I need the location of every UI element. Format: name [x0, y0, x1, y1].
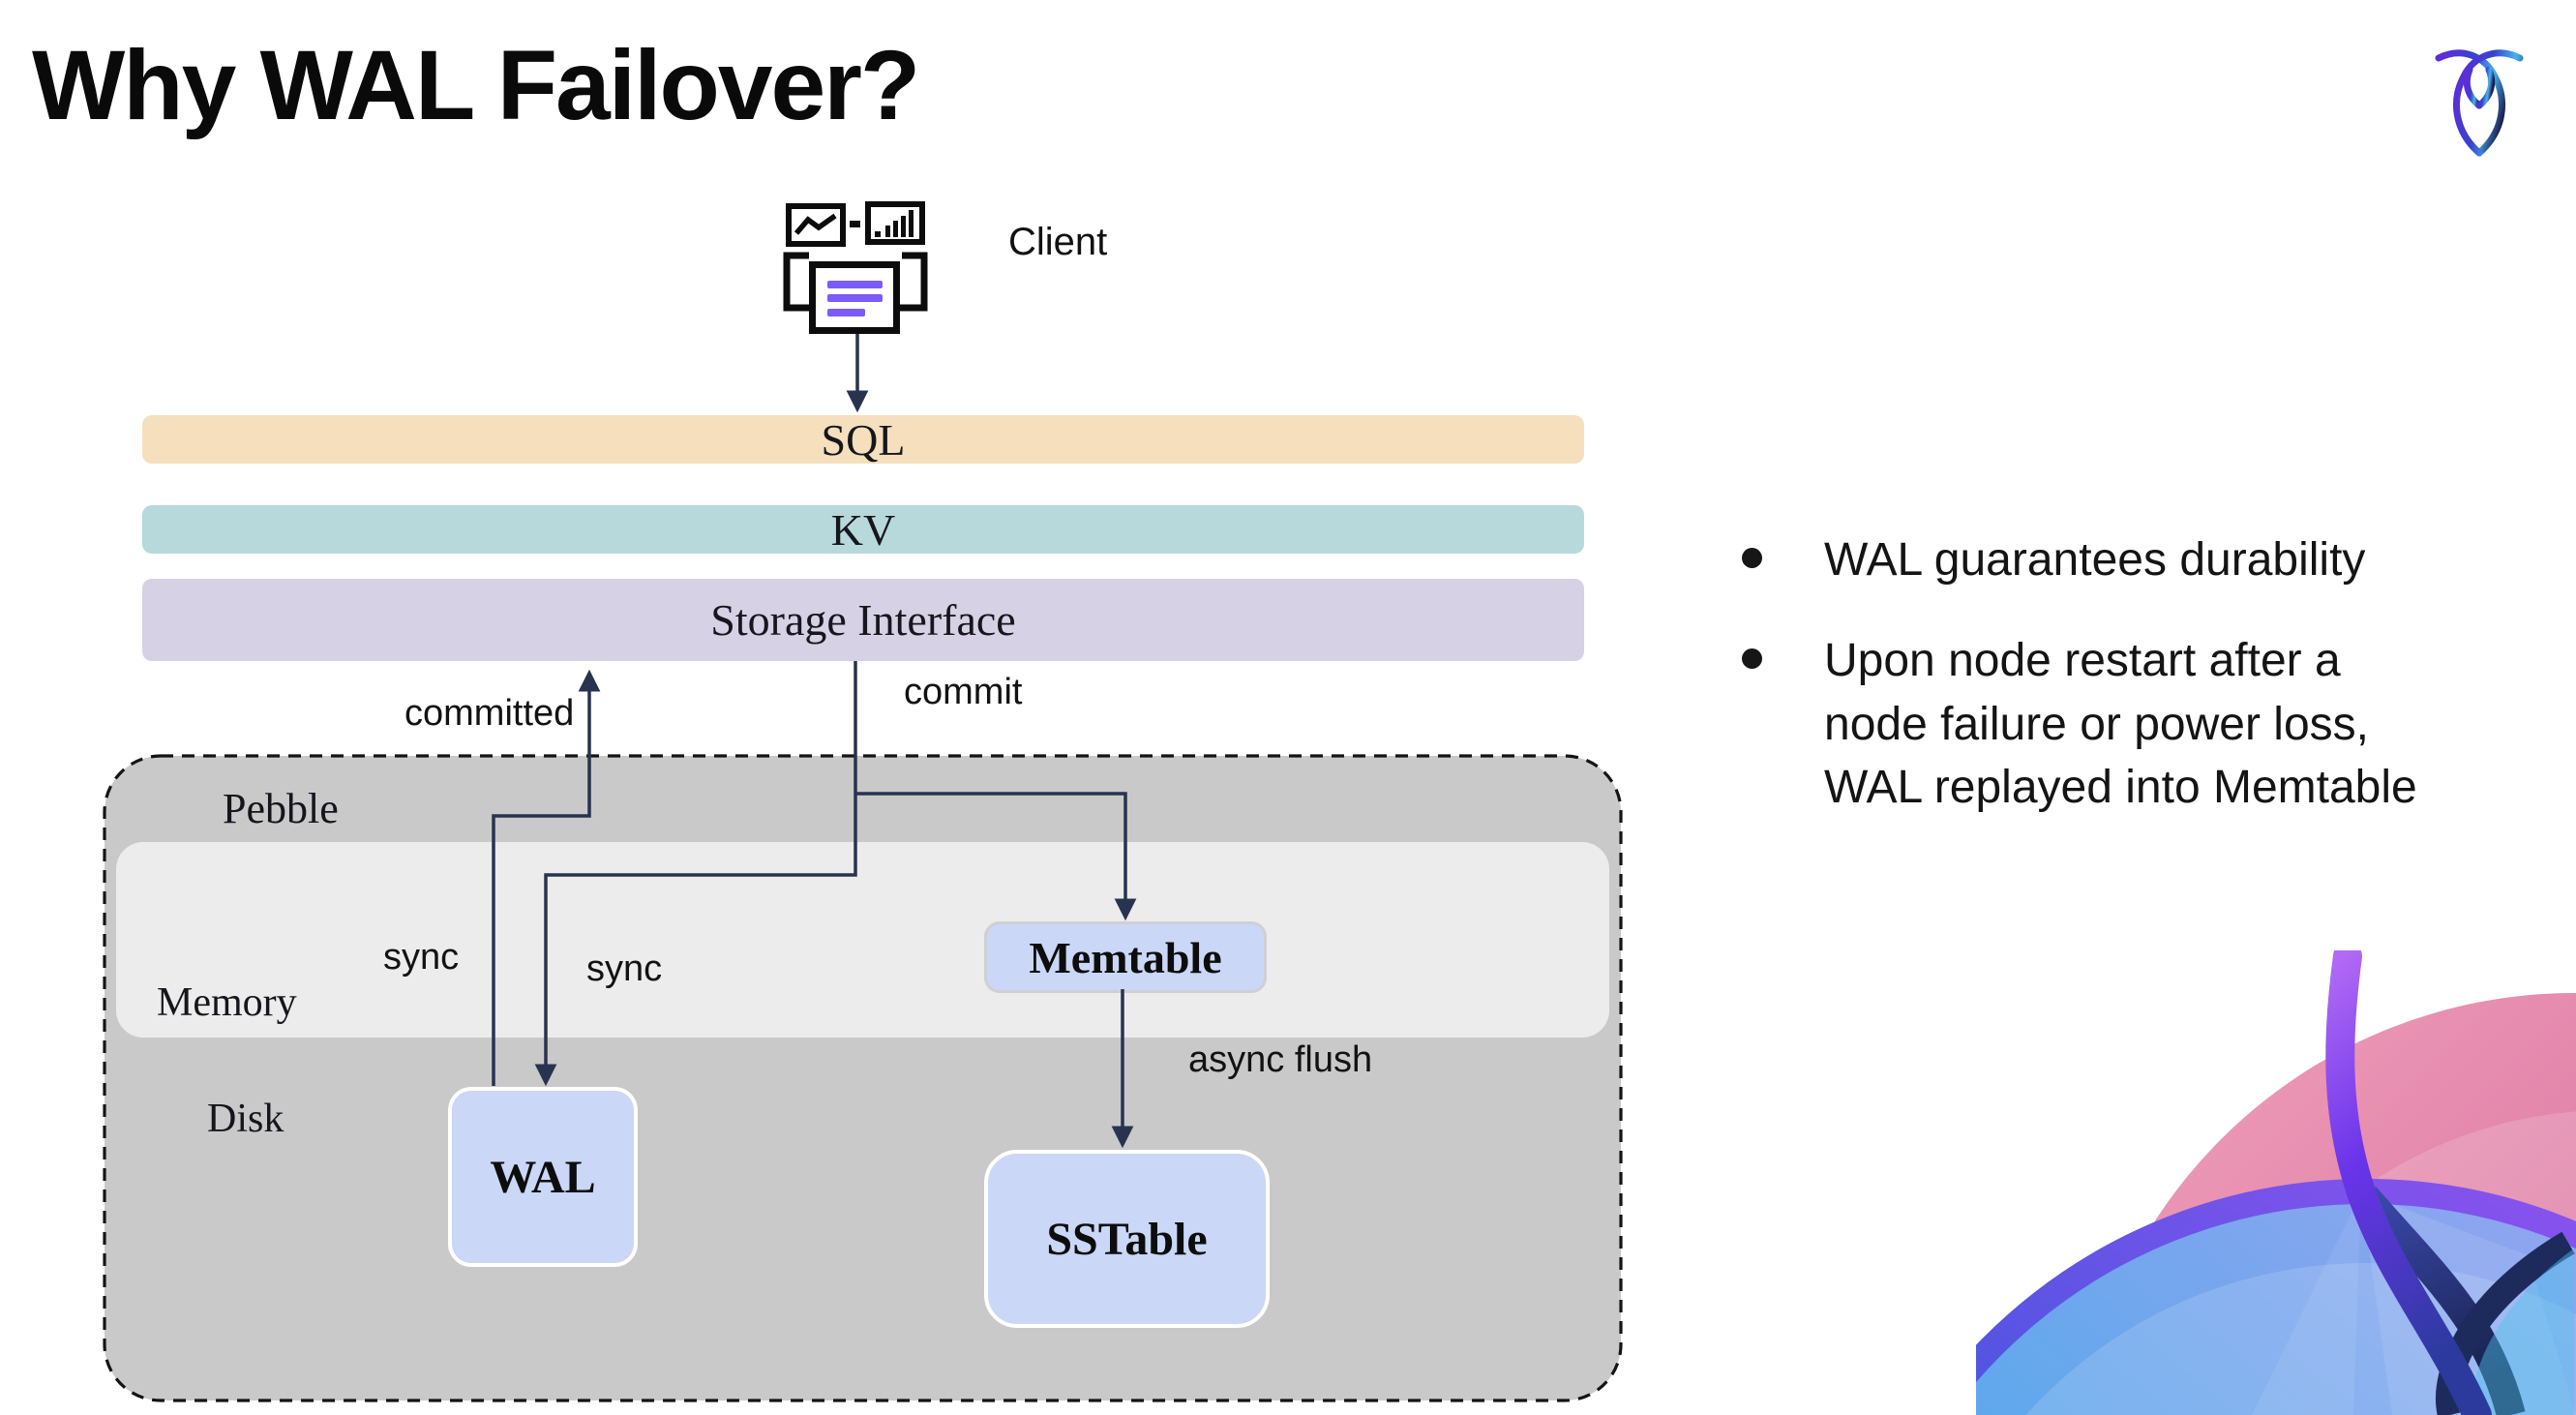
memory-label: Memory	[157, 980, 297, 1025]
kv-layer-bar: KV	[142, 504, 1584, 555]
sstable-node-label: SSTable	[1046, 1213, 1208, 1265]
wal-node: WAL	[448, 1087, 638, 1267]
note-text: Upon node restart after a node failure o…	[1824, 634, 2417, 814]
client-label: Client	[1008, 221, 1108, 263]
sstable-node: SSTable	[984, 1150, 1270, 1328]
storage-interface-bar: Storage Interface	[142, 579, 1584, 661]
dash-connector	[850, 221, 860, 227]
commit-edge-label: commit	[904, 672, 1023, 712]
list-item: WAL guarantees durability	[1732, 528, 2576, 592]
disk-label: Disk	[207, 1097, 285, 1141]
sync-branch-edge-label: sync	[586, 948, 663, 989]
sync-wal-edge-label: sync	[383, 937, 460, 978]
page-title: Why WAL Failover?	[32, 30, 920, 140]
notes-list: WAL guarantees durability Upon node rest…	[1732, 528, 2576, 820]
pebble-label: Pebble	[223, 785, 339, 832]
memtable-node: Memtable	[984, 921, 1267, 993]
sql-layer-bar: SQL	[142, 414, 1584, 465]
memtable-node-label: Memtable	[1029, 932, 1222, 982]
wal-node-label: WAL	[490, 1151, 596, 1203]
storage-interface-label: Storage Interface	[710, 595, 1016, 645]
bar-chart-icon	[865, 201, 925, 245]
cockroachdb-logo-icon	[2435, 49, 2524, 157]
kv-layer-label: KV	[830, 504, 896, 555]
brand-art-decoration	[1976, 950, 2576, 1415]
note-text: WAL guarantees durability	[1824, 534, 2366, 586]
bracket-frame-icon	[783, 252, 928, 312]
bullet-icon	[1742, 647, 1762, 669]
document-icon	[809, 261, 900, 334]
line-chart-icon	[786, 203, 846, 247]
client-icon	[780, 196, 931, 341]
async-flush-edge-label: async flush	[1188, 1039, 1373, 1080]
bullet-icon	[1742, 548, 1762, 568]
committed-edge-label: committed	[404, 693, 575, 734]
sql-layer-label: SQL	[821, 414, 906, 465]
memory-region	[116, 842, 1609, 1038]
list-item: Upon node restart after a node failure o…	[1732, 629, 2576, 820]
